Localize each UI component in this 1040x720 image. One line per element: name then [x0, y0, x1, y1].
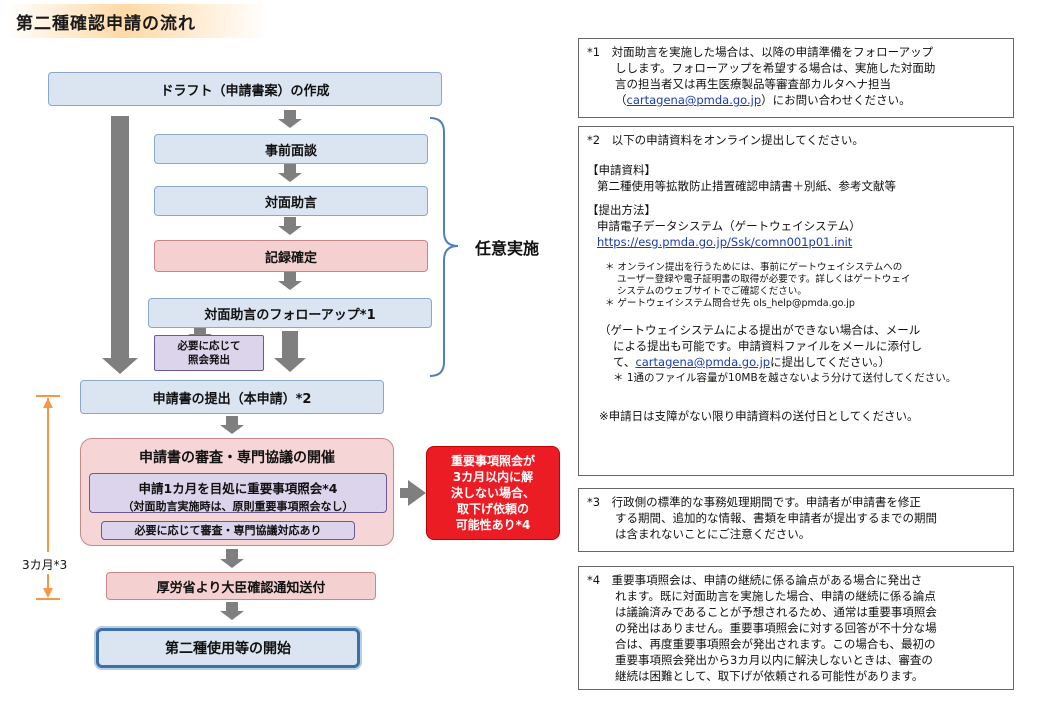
optional-label: 任意実施: [475, 239, 540, 258]
pre-meeting-step: 事前面談: [154, 134, 428, 164]
note-line: 継続は困難として、取下げが依頼される可能性があります。: [615, 669, 924, 683]
note-small-line: ユーザー登録や電子証明書の取得が必要です。詳しくはゲートウェイ: [617, 274, 911, 285]
submit-step: 申請書の提出（本申請）*2: [80, 380, 384, 414]
consult-step: 対面助言: [154, 186, 428, 216]
note-line: は含まれないことにご注意ください。: [615, 527, 811, 541]
skip-arrow: [102, 116, 138, 374]
note-1: *1 対面助言を実施した場合は、以降の申請準備をフォローアップ しします。フォロ…: [578, 38, 1014, 118]
note-4: *4 重要事項照会は、申請の継続に係る論点がある場合に発出さ れます。既に対面助…: [578, 566, 1014, 690]
note-line: 重要事項照会発出から3カ月以内に解決しないときは、審査の: [615, 653, 933, 667]
note-line: 申請電子データシステム（ゲートウェイシステム）: [597, 219, 861, 233]
review-title: 申請書の審査・専門協議の開催: [139, 450, 335, 466]
note-line: 言の担当者又は再生医療製品等審査部カルタヘナ担当: [615, 77, 891, 91]
review-response-note: 必要に応じて審査・専門協議対応あり: [101, 521, 355, 540]
note-line: れます。既に対面助言を実施した場合、申請の継続に係る論点: [615, 589, 936, 603]
warning-line: 決しない場合、: [450, 486, 535, 500]
note-line: ※申請日は支障がない限り申請資料の送付日としてください。: [599, 409, 919, 423]
note-line: 第二種使用等拡散防止措置確認申請書＋別紙、参考文献等: [597, 179, 896, 193]
note-text: て、: [613, 355, 636, 369]
three-months-label: 3カ月*3: [22, 558, 68, 572]
optional-brace: [429, 117, 459, 377]
warning-line: 取下げ依頼の: [456, 502, 529, 516]
draft-step: ドラフト（申請書案）の作成: [48, 72, 442, 106]
withdrawal-warning: 重要事項照会が 3カ月以内に解 決しない場合、 取下げ依頼の 可能性あり*4: [426, 446, 560, 540]
inquiry-note-line: 必要に応じて: [177, 340, 241, 352]
important-inquiry-note: （対面助言実施時は、原則重要事項照会なし）: [122, 500, 354, 513]
note-line: *2 以下の申請資料をオンライン提出してください。: [587, 133, 864, 147]
three-month-timeline: [36, 395, 60, 600]
note-line: による提出も可能です。申請資料ファイルをメールに添付し: [613, 339, 923, 353]
note-text: （: [615, 93, 627, 107]
note-small-line: システムのウェブサイトでご確認ください。: [617, 286, 807, 297]
inquiry-note: 必要に応じて 照会発出: [154, 335, 264, 371]
warning-line: 3カ月以内に解: [452, 470, 534, 484]
important-inquiry-text: 申請1カ月を目処に重要事項照会*4: [138, 481, 338, 496]
note-line: 合は、再度重要事項照会が発出されます。この場合も、最初の: [615, 637, 936, 651]
note-line: する期間、追加的な情報、書類を申請者が提出するまでの期間: [615, 511, 937, 525]
inquiry-note-line: 照会発出: [188, 354, 230, 366]
note-line: *4 重要事項照会は、申請の継続に係る論点がある場合に発出さ: [587, 573, 923, 587]
start-step: 第二種使用等の開始: [96, 628, 360, 668]
note-small-line: ＊ オンライン提出を行うためには、事前にゲートウェイシステムへの: [605, 262, 903, 273]
note-line: （ゲートウェイシステムによる提出ができない場合は、メール: [599, 323, 921, 337]
note-text: に提出してください。）: [770, 355, 891, 369]
page-title: 第二種確認申請の流れ: [16, 14, 196, 34]
note-heading: 【申請資料】: [587, 163, 656, 177]
cartagena-email-link-2[interactable]: cartagena@pmda.go.jp: [635, 355, 771, 369]
note-2: *2 以下の申請資料をオンライン提出してください。 【申請資料】 第二種使用等拡…: [578, 126, 1014, 476]
review-stage: 申請書の審査・専門協議の開催 申請1カ月を目処に重要事項照会*4 （対面助言実施…: [80, 438, 394, 546]
note-line: の発出はありません。重要事項照会に対する回答が不十分な場: [615, 621, 937, 635]
gateway-system-link[interactable]: https://esg.pmda.go.jp/Ssk/comn001p01.in…: [597, 235, 853, 249]
note-line: *1 対面助言を実施した場合は、以降の申請準備をフォローアップ: [587, 45, 934, 59]
approval-step: 厚労省より大臣確認通知送付: [106, 572, 376, 600]
cartagena-email-link[interactable]: cartagena@pmda.go.jp: [626, 93, 762, 107]
warning-line: 重要事項照会が: [450, 454, 535, 468]
record-step: 記録確定: [154, 240, 428, 272]
note-line: ＊ 1通のファイル容量が10MBを越さないよう分けて送付してください。: [613, 372, 957, 384]
followup-step: 対面助言のフォローアップ*1: [148, 298, 432, 328]
note-small-line: ＊ ゲートウェイシステム問合せ先 ols_help@pmda.go.jp: [605, 298, 855, 309]
note-3: *3 行政側の標準的な事務処理期間です。申請者が申請書を修正 する期間、追加的な…: [578, 488, 1014, 552]
title-highlight: [6, 4, 268, 38]
note-heading: 【提出方法】: [587, 203, 656, 217]
warning-line: 可能性あり*4: [455, 518, 531, 532]
note-text: ）にお問い合わせください。: [761, 93, 911, 107]
important-inquiry-box: 申請1カ月を目処に重要事項照会*4 （対面助言実施時は、原則重要事項照会なし）: [89, 473, 387, 513]
note-line: は議論済みであることが予想されるため、通常は重要事項照会: [615, 605, 937, 619]
note-line: しします。フォローアップを希望する場合は、実施した対面助: [615, 61, 936, 75]
note-line: *3 行政側の標準的な事務処理期間です。申請者が申請書を修正: [587, 495, 921, 509]
